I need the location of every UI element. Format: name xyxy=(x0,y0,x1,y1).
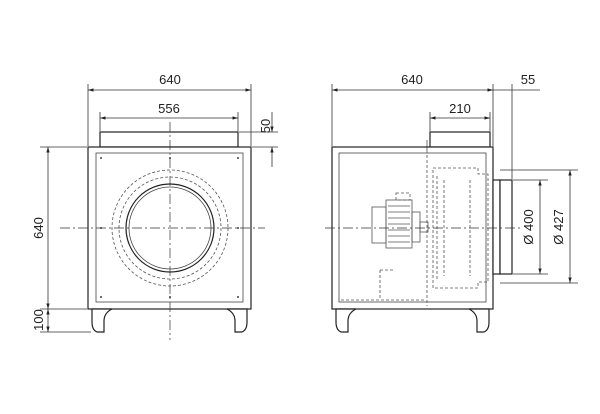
side-motor-base xyxy=(341,269,426,301)
side-motor xyxy=(371,192,429,249)
side-spigot xyxy=(499,179,513,275)
front-dim-leg-label: 100 xyxy=(31,309,46,331)
side-leg-left xyxy=(335,308,357,333)
front-inlet-cone-dashed xyxy=(118,176,222,280)
side-dim-width-label: 640 xyxy=(401,72,423,87)
front-view: 640 556 50 640 100 xyxy=(31,72,278,340)
side-leg-right xyxy=(468,308,490,333)
front-dim-width-label: 640 xyxy=(159,72,181,87)
side-dim-d400-label: Ø 400 xyxy=(521,209,536,244)
front-dim-outlet-label: 556 xyxy=(158,101,180,116)
side-inner-panel xyxy=(338,152,487,303)
front-dim-outlet-height-label: 50 xyxy=(258,119,273,133)
front-inner-panel xyxy=(95,152,244,303)
side-dim-spigot-label: 55 xyxy=(521,72,535,87)
side-dim-outlet-label: 210 xyxy=(449,101,471,116)
front-outlet-flange xyxy=(99,131,239,148)
front-leg-left xyxy=(91,308,113,333)
front-dim-height-label: 640 xyxy=(31,217,46,239)
side-outlet-flange xyxy=(429,131,491,148)
side-spigot-flange xyxy=(492,179,501,275)
side-view: 640 55 210 Ø 400 Ø 427 xyxy=(325,72,578,333)
front-leg-right xyxy=(226,308,248,333)
side-dim-d427-label: Ø 427 xyxy=(551,209,566,244)
side-impeller-outline xyxy=(432,167,489,289)
